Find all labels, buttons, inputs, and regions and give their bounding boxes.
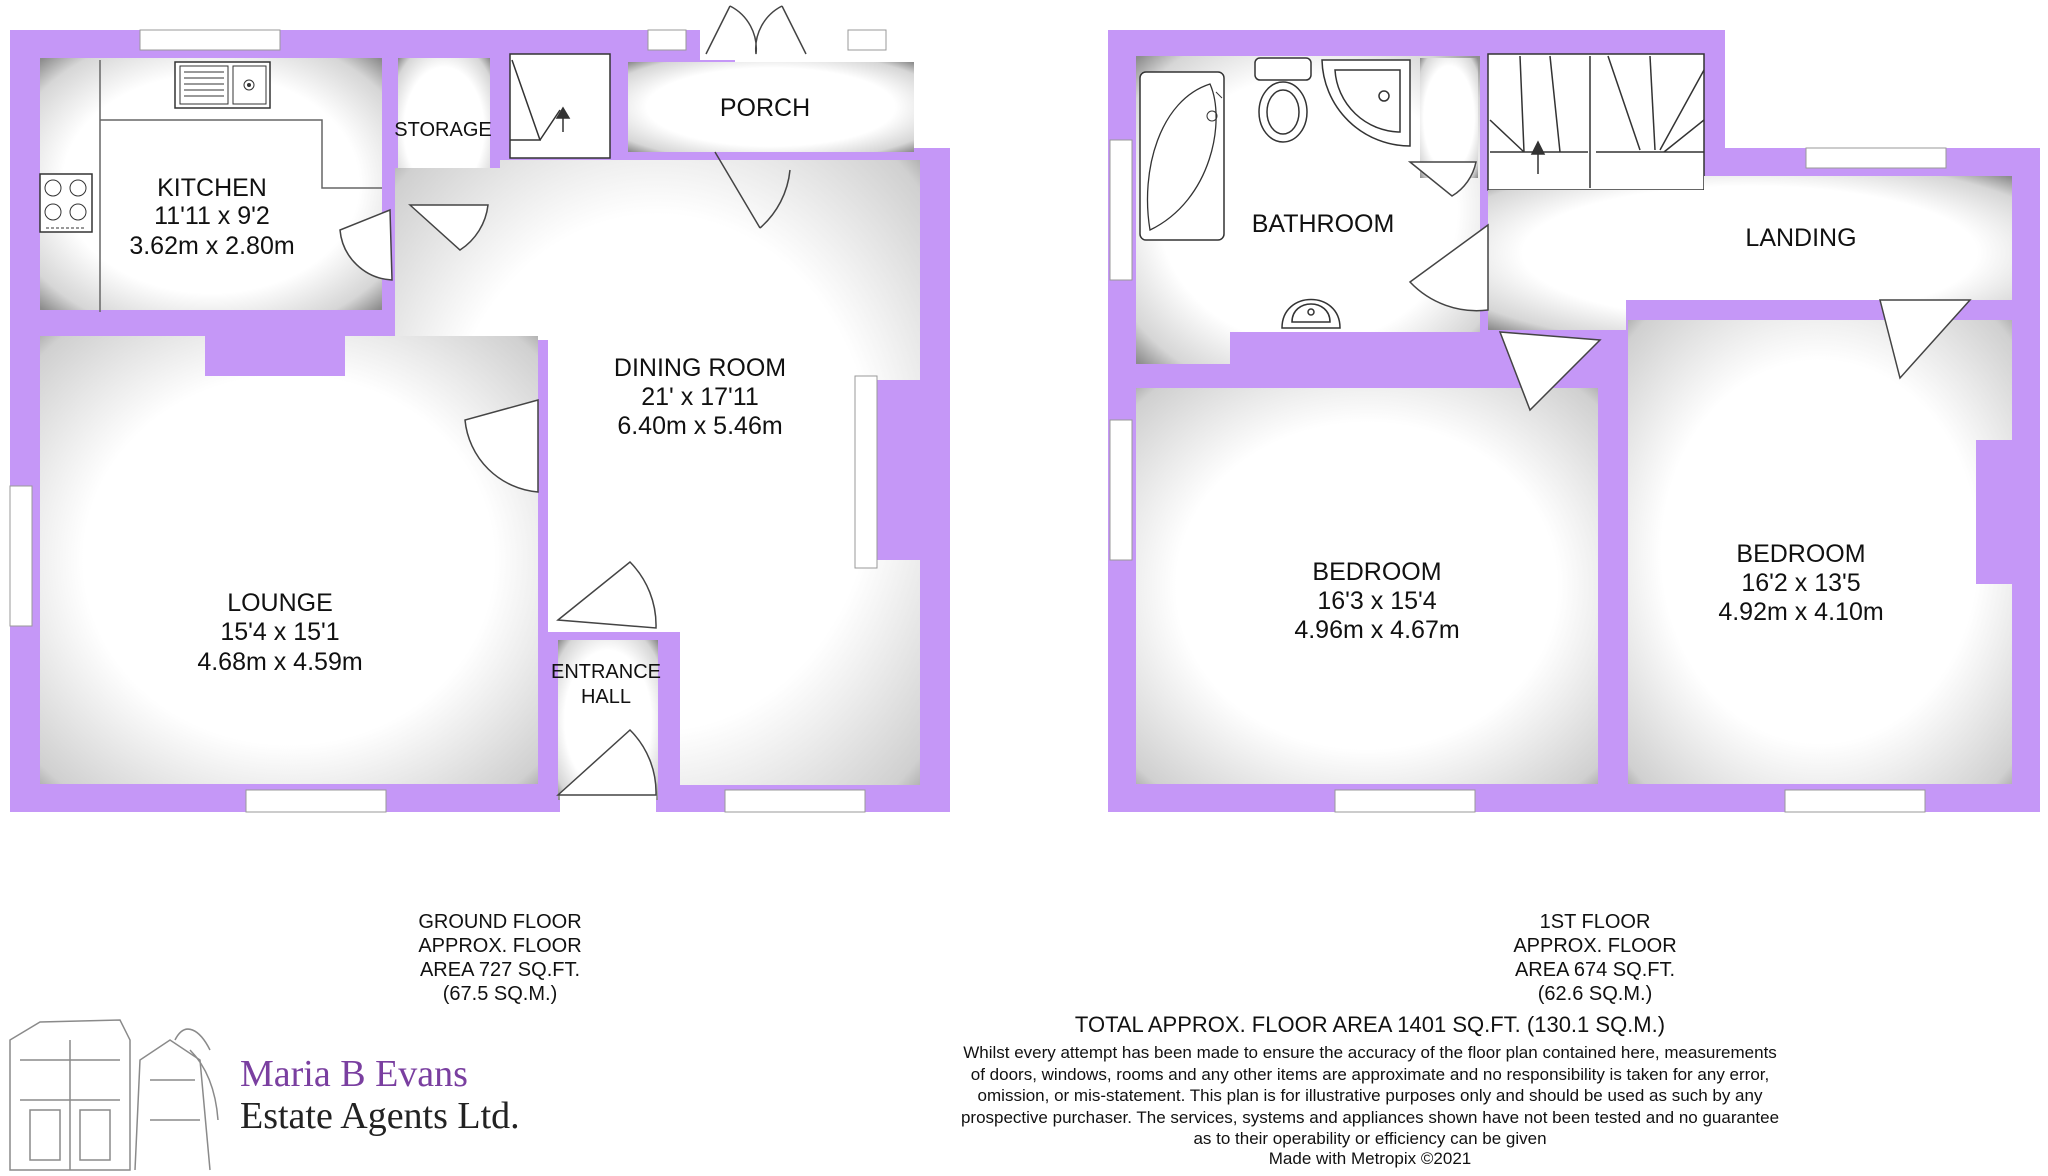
bedroom-1-window-side: [1109, 419, 1133, 561]
entrance-door-gap: [560, 795, 656, 812]
dining-room-floor: [395, 160, 920, 785]
ground-floor-caption-line: AREA 727 SQ.FT.: [419, 959, 581, 981]
landing-label: LANDING: [1745, 224, 1856, 252]
bedroom-1-door: [1498, 331, 1602, 412]
kitchen-dims-imperial: 11'11 x 9'2: [154, 202, 270, 230]
brand-name-line1: Maria B Evans: [240, 1053, 468, 1095]
entrance-hall-inner-door: [556, 560, 657, 629]
lounge-floor: [40, 336, 538, 784]
dining-room-label: DINING ROOM: [614, 354, 786, 382]
dining-room-dims-metric: 6.40m x 5.46m: [617, 412, 782, 440]
first-floor-caption-line: (62.6 SQ.M.): [1537, 983, 1653, 1005]
house-sketch-logo: [9, 1019, 219, 1171]
bathroom-label: BATHROOM: [1252, 210, 1395, 238]
bedroom-2-chimney: [1976, 440, 2016, 584]
ground-stairwell: [509, 53, 611, 159]
bedroom-1-window-front: [1334, 789, 1476, 813]
first-floor-caption: 1ST FLOOR APPROX. FLOOR AREA 674 SQ.FT. …: [1475, 910, 1715, 1006]
first-floor-caption-line: AREA 674 SQ.FT.: [1514, 959, 1676, 981]
brand-name-line2: Estate Agents Ltd.: [240, 1095, 520, 1137]
porch-label: PORCH: [720, 94, 810, 122]
bath-icon: [1139, 71, 1225, 241]
bedroom-2-window-front: [1784, 789, 1926, 813]
entrance-front-door: [556, 728, 657, 796]
stairs-icon: [510, 59, 571, 141]
landing-floor: [1488, 176, 2012, 330]
porch-inner-door: [714, 151, 791, 229]
shower-icon: [1321, 59, 1411, 147]
kitchen-door: [339, 208, 393, 281]
disclaimer-line: Whilst every attempt has been made to en…: [963, 1043, 1777, 1062]
bathroom-door: [1408, 223, 1489, 312]
toilet-icon: [1254, 57, 1312, 143]
lounge-door: [464, 399, 539, 493]
bedroom-2-door: [1879, 299, 1972, 380]
disclaimer-line: of doors, windows, rooms and any other i…: [970, 1064, 1770, 1084]
kitchen-dims-metric: 3.62m x 2.80m: [129, 232, 294, 260]
first-stairwell: [1487, 53, 1705, 191]
porch-front-doors: [705, 5, 807, 55]
porch-window-right: [847, 29, 887, 51]
dining-window-recess: [854, 375, 878, 569]
disclaimer-line: prospective purchaser. The services, sys…: [960, 1107, 1780, 1127]
first-floor-caption-line: APPROX. FLOOR: [1513, 935, 1677, 957]
bedroom-1-dims-metric: 4.96m x 4.67m: [1294, 616, 1459, 644]
sink-icon: [174, 61, 271, 109]
disclaimer: Whilst every attempt has been made to en…: [900, 1042, 1840, 1150]
dining-room-dims-imperial: 21' x 17'11: [641, 383, 759, 411]
ground-floor-plan: KITCHEN 11'11 x 9'2 3.62m x 2.80m STORAG…: [9, 5, 950, 813]
porch-window-left: [647, 29, 687, 51]
kitchen-window: [139, 29, 281, 51]
lounge-dims-metric: 4.68m x 4.59m: [197, 648, 362, 676]
ground-floor-caption: GROUND FLOOR APPROX. FLOOR AREA 727 SQ.F…: [380, 910, 620, 1006]
porch-floor: [628, 62, 914, 152]
ground-floor-caption-line: (67.5 SQ.M.): [442, 983, 558, 1005]
dining-window-front: [724, 789, 866, 813]
bedroom-2-dims-imperial: 16'2 x 13'5: [1741, 569, 1860, 597]
entrance-hall-label-line2: HALL: [581, 686, 631, 708]
lounge-window-front: [245, 789, 387, 813]
storage-label: STORAGE: [394, 119, 491, 141]
kitchen-label: KITCHEN: [157, 174, 267, 202]
bedroom-1-dims-imperial: 16'3 x 15'4: [1317, 587, 1436, 615]
made-with-credit: Made with Metropix ©2021: [1268, 1149, 1472, 1168]
storage-door: [408, 204, 489, 251]
first-floor-stairs-icon: [1489, 55, 1705, 188]
airing-cupboard-door: [1407, 161, 1477, 197]
bedroom-2-floor: [1628, 320, 2012, 784]
bathroom-window: [1109, 139, 1133, 281]
airing-cupboard-floor: [1420, 58, 1478, 178]
ground-floor-caption-line: APPROX. FLOOR: [418, 935, 582, 957]
entrance-hall-label-line1: ENTRANCE: [551, 661, 661, 683]
first-floor-caption-line: 1ST FLOOR: [1539, 911, 1651, 933]
lounge-label: LOUNGE: [227, 589, 333, 617]
bedroom-2-label: BEDROOM: [1736, 540, 1865, 568]
dining-chimney-breast: [874, 380, 920, 560]
bedroom-1-floor: [1136, 388, 1598, 784]
lounge-chimney-breast: [205, 336, 345, 376]
basin-icon: [1281, 298, 1341, 329]
disclaimer-line: as to their operability or efficiency ca…: [1193, 1129, 1547, 1148]
lounge-dims-imperial: 15'4 x 15'1: [220, 618, 339, 646]
ground-floor-caption-line: GROUND FLOOR: [418, 911, 582, 933]
landing-window: [1805, 147, 1947, 169]
first-floor-plan: BATHROOM LANDING BEDROOM 16'3 x 15'4 4.9…: [1108, 30, 2040, 813]
bedroom-2-dims-metric: 4.92m x 4.10m: [1718, 598, 1883, 626]
bedroom-1-label: BEDROOM: [1312, 558, 1441, 586]
total-floor-area: TOTAL APPROX. FLOOR AREA 1401 SQ.FT. (13…: [1074, 1012, 1666, 1037]
hob-icon: [39, 173, 93, 233]
disclaimer-line: omission, or mis-statement. This plan is…: [977, 1086, 1763, 1105]
lounge-window-side: [9, 485, 33, 627]
kitchen-worktop: [99, 60, 382, 312]
